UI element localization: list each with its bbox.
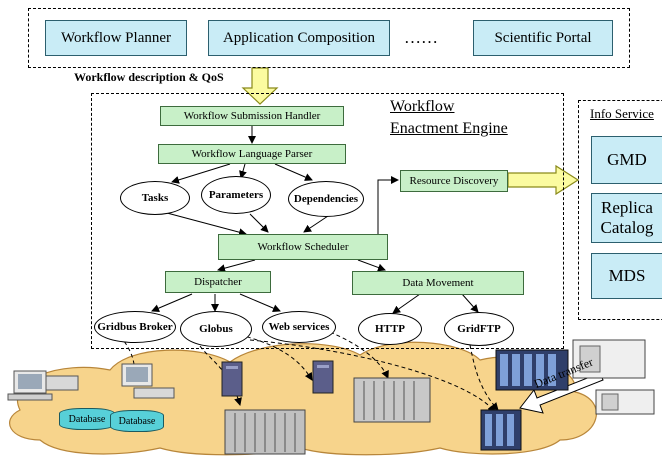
- dashed-gridftp-to-storage: [469, 344, 499, 411]
- database-cylinder: Database: [110, 410, 164, 432]
- scientific-portal-box: Scientific Portal: [473, 20, 613, 56]
- gridftp-oval: GridFTP: [444, 312, 514, 346]
- dashed-globus-to-storage: [249, 339, 496, 413]
- replica-catalog-box: Replica Catalog: [591, 193, 662, 243]
- arrow-scheduler-to-dispatcher: [217, 259, 256, 273]
- arrow-datamovement-to-gridftp: [461, 293, 479, 313]
- engine-title-line2: Enactment Engine: [390, 120, 508, 137]
- mds-box: MDS: [591, 253, 662, 299]
- workflow-description-label: Workflow description & QoS: [74, 70, 224, 84]
- arrow-parameters-to-scheduler: [249, 213, 269, 233]
- info-services-panel: [578, 100, 662, 320]
- arrow-scheduler-to-datamovement: [357, 259, 386, 272]
- dashed-globus-to-cluster: [199, 345, 242, 406]
- workflow-enactment-engine: [91, 93, 564, 349]
- dispatcher-box: Dispatcher: [165, 271, 271, 293]
- mainframe-icon: [572, 339, 646, 379]
- web-services-oval: Web services: [262, 311, 336, 343]
- resource-discovery-box: Resource Discovery: [400, 170, 508, 192]
- data-movement-box: Data Movement: [352, 271, 524, 295]
- server-tower-icon: [312, 360, 334, 394]
- arrow-parser-to-parameters: [239, 163, 247, 179]
- database-cylinder: Database: [59, 408, 115, 430]
- language-parser-box: Workflow Language Parser: [158, 144, 346, 164]
- arrow-dependencies-to-scheduler: [303, 215, 329, 233]
- arrow-scheduler-to-discovery: [377, 176, 399, 234]
- storage-array-icon: [495, 349, 569, 391]
- tasks-oval: Tasks: [120, 181, 190, 215]
- dashed-webservices-to-rack: [329, 331, 389, 379]
- gridbus-broker-oval: Gridbus Broker: [94, 311, 176, 343]
- desktop-computer-icon: [121, 363, 175, 399]
- info-service-arrow: [507, 164, 580, 196]
- dependencies-oval: Dependencies: [288, 181, 364, 217]
- server-tower-icon: [221, 361, 243, 397]
- storage-array-icon: [480, 409, 522, 451]
- info-services-title: Info Service: [590, 106, 654, 121]
- cluster-rack-icon: [353, 377, 431, 423]
- arrow-parser-to-tasks: [171, 163, 231, 184]
- cluster-rack-icon: [224, 409, 306, 455]
- ellipsis-label: ……: [404, 28, 438, 47]
- gmd-box: GMD: [591, 136, 662, 184]
- workflow-description-arrow: [241, 67, 279, 105]
- submission-handler-box: Workflow Submission Handler: [160, 106, 344, 126]
- arrow-dispatcher-to-gridbus: [151, 293, 193, 312]
- application-composition-box: Application Composition: [208, 20, 390, 56]
- arrow-parser-to-dependencies: [274, 163, 313, 181]
- dashed-globus-to-server: [239, 334, 313, 381]
- workflow-scheduler-box: Workflow Scheduler: [218, 234, 388, 260]
- mainframe-icon: [595, 389, 655, 415]
- engine-title-line1: Workflow: [390, 98, 455, 115]
- portal-layer: [28, 8, 630, 68]
- parameters-oval: Parameters: [201, 176, 271, 214]
- arrow-datamovement-to-http: [392, 293, 421, 314]
- globus-oval: Globus: [180, 311, 252, 347]
- desktop-computer-icon: [7, 370, 79, 401]
- http-oval: HTTP: [358, 313, 422, 345]
- arrow-dispatcher-to-webservices: [239, 293, 281, 312]
- workflow-planner-box: Workflow Planner: [45, 20, 187, 56]
- arrow-tasks-to-scheduler: [166, 212, 247, 237]
